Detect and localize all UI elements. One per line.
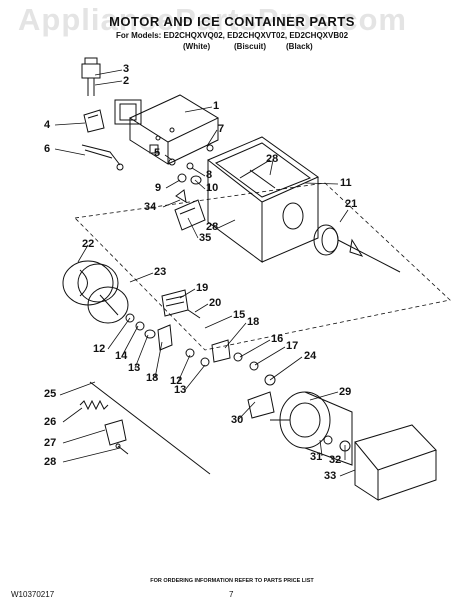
callout-number: 6: [44, 143, 51, 155]
callout-number: 4: [44, 119, 51, 131]
motor-mount: [247, 391, 275, 419]
callout-number: 28: [44, 456, 57, 468]
callout-number: 18: [146, 372, 159, 384]
callout-number: 28: [206, 221, 219, 233]
callout-number: 29: [339, 386, 352, 398]
rod-part: [89, 381, 211, 475]
switch-part: [81, 57, 101, 96]
callout-number: 20: [209, 297, 222, 309]
clip-part: [104, 419, 127, 446]
color-label-white: (White): [183, 42, 211, 51]
callout-number: 26: [44, 416, 57, 428]
page-title: MOTOR AND ICE CONTAINER PARTS: [109, 14, 355, 29]
shaft-components: [125, 313, 276, 386]
callout-number: 11: [340, 177, 352, 189]
solenoid-part: [114, 99, 142, 125]
callout-number: 10: [206, 182, 219, 194]
color-label-biscuit: (Biscuit): [234, 42, 266, 51]
callout-number: 35: [199, 232, 212, 244]
callout-number: 12: [93, 343, 106, 355]
leader-lines: [54, 69, 356, 477]
auger-motor: [270, 391, 353, 466]
callout-number: 22: [82, 238, 95, 250]
callout-number: 16: [271, 333, 284, 345]
model-list: For Models: ED2CHQXVQ02, ED2CHQXVT02, ED…: [115, 31, 349, 40]
callout-number: 27: [44, 437, 57, 449]
callout-number: 19: [196, 282, 209, 294]
bucket-bracket: [174, 199, 206, 231]
callout-number: 2: [123, 75, 130, 87]
callout-number: 3: [123, 63, 130, 75]
callout-number: 9: [155, 182, 162, 194]
screw-part: [115, 443, 129, 455]
callout-number: 12: [170, 375, 183, 387]
document-number: W10370217: [11, 590, 55, 599]
heater-part: [81, 144, 124, 171]
callout-number: 17: [286, 340, 299, 352]
callout-number: 8: [206, 169, 213, 181]
callout-number: 32: [329, 454, 342, 466]
auger-assembly: [313, 224, 401, 273]
callout-number: 7: [218, 123, 225, 135]
color-label-black: (Black): [286, 42, 313, 51]
callout-number: 13: [128, 362, 141, 374]
callout-number: 31: [310, 451, 323, 463]
callout-number: 23: [154, 266, 167, 278]
small-fastener-parts: [168, 144, 214, 203]
callout-number: 5: [154, 147, 161, 159]
motor-cover: [354, 424, 437, 501]
motor-washers: [323, 435, 351, 452]
bracket-part: [83, 109, 105, 133]
callout-number: 15: [233, 309, 246, 321]
crusher-blade: [161, 289, 201, 319]
callout-number: 33: [324, 470, 337, 482]
callout-number: 13: [174, 384, 187, 396]
drive-disc: [87, 286, 129, 324]
spring-part: [79, 399, 109, 411]
callout-number: 28: [266, 153, 279, 165]
callout-number: 21: [345, 198, 358, 210]
callout-number: 30: [231, 414, 244, 426]
assembly-boundary: [74, 182, 451, 351]
callout-number: 18: [247, 316, 260, 328]
bucket-front: [62, 260, 119, 306]
page-number: 7: [229, 590, 234, 599]
motor-bracket: [128, 94, 220, 165]
watermark: AppliancePartsPros.com: [18, 2, 407, 37]
callout-number: 25: [44, 388, 57, 400]
callout-number: 1: [213, 100, 220, 112]
callout-number: 14: [115, 350, 128, 362]
ordering-info: FOR ORDERING INFORMATION REFER TO PARTS …: [150, 578, 314, 584]
callout-number: 24: [304, 350, 317, 362]
ice-container-housing: [207, 136, 320, 263]
callout-number: 34: [144, 201, 157, 213]
